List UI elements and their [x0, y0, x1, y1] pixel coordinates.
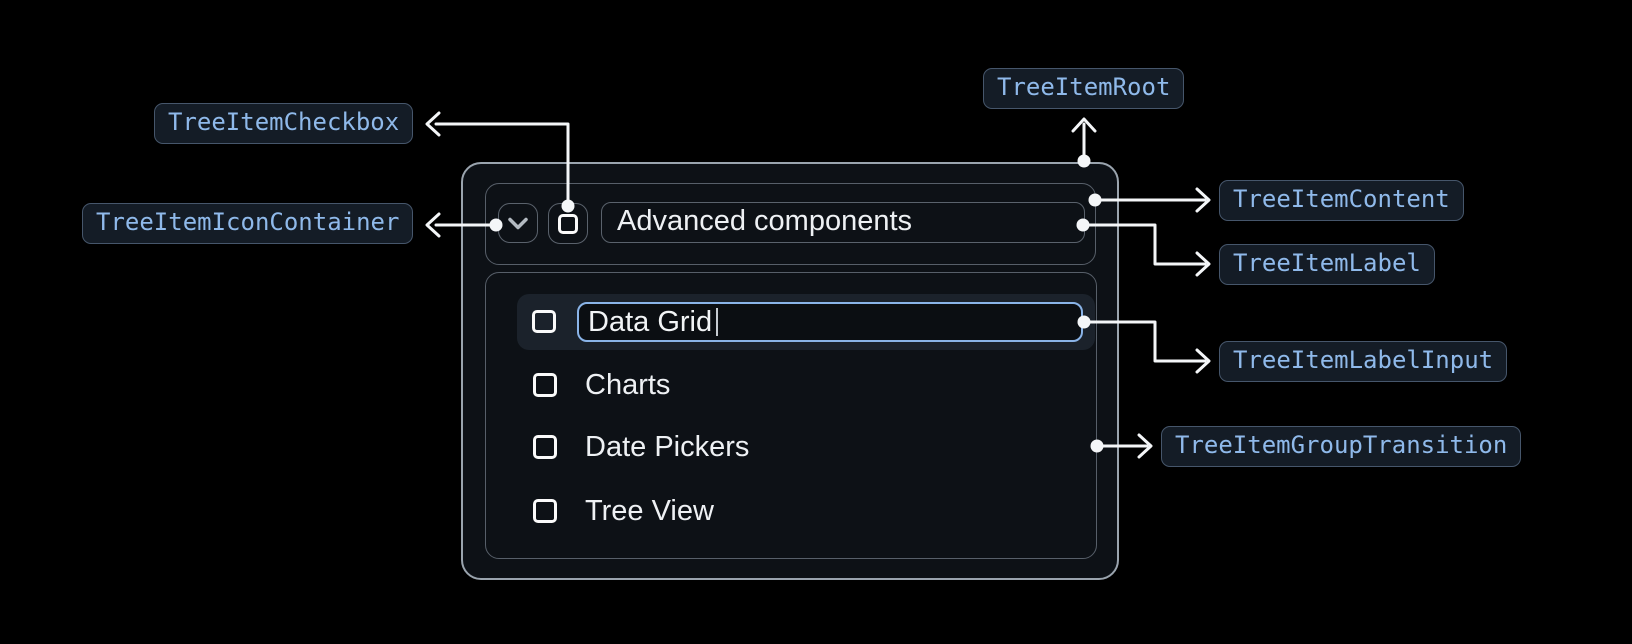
annotation-badge-tree-item-group-transition: TreeItemGroupTransition — [1161, 426, 1522, 467]
annotation-badge-tree-item-icon-container: TreeItemIconContainer — [82, 203, 414, 244]
arrowhead-right-label-input — [1195, 348, 1211, 374]
expand-collapse-button[interactable] — [498, 203, 538, 243]
tree-item-row-date-pickers[interactable]: Date Pickers — [585, 431, 750, 463]
row-checkbox-data-grid[interactable] — [532, 310, 556, 333]
tree-item-checkbox[interactable] — [548, 203, 588, 244]
tree-item-row-tree-view[interactable]: Tree View — [585, 495, 714, 527]
label-input-value: Data Grid — [588, 305, 713, 338]
arrowhead-up-root — [1071, 117, 1097, 133]
arrowhead-right-group-transition — [1137, 433, 1153, 459]
arrowhead-right-content — [1195, 187, 1211, 213]
arrowhead-left-checkbox — [425, 111, 441, 137]
arrowhead-left-icon-container — [425, 212, 441, 238]
chevron-down-icon — [508, 217, 528, 229]
tree-item-row-charts[interactable]: Charts — [585, 369, 671, 401]
text-caret — [716, 308, 719, 336]
annotation-badge-tree-item-checkbox: TreeItemCheckbox — [154, 103, 414, 144]
annotation-badge-tree-item-content: TreeItemContent — [1219, 180, 1464, 221]
row-checkbox-charts[interactable] — [533, 373, 557, 397]
annotation-badge-tree-item-root: TreeItemRoot — [983, 68, 1185, 109]
arrowhead-right-label — [1195, 251, 1211, 277]
annotation-badge-tree-item-label-input: TreeItemLabelInput — [1219, 341, 1508, 382]
annotation-badge-tree-item-label: TreeItemLabel — [1219, 244, 1435, 285]
tree-item-group-transition — [485, 272, 1097, 559]
row-checkbox-date-pickers[interactable] — [533, 435, 557, 459]
tree-item-label-input[interactable]: Data Grid — [577, 302, 1083, 342]
checkbox-unchecked-icon — [558, 213, 578, 234]
row-checkbox-tree-view[interactable] — [533, 499, 557, 523]
tree-item-label[interactable]: Advanced components — [601, 202, 1085, 243]
